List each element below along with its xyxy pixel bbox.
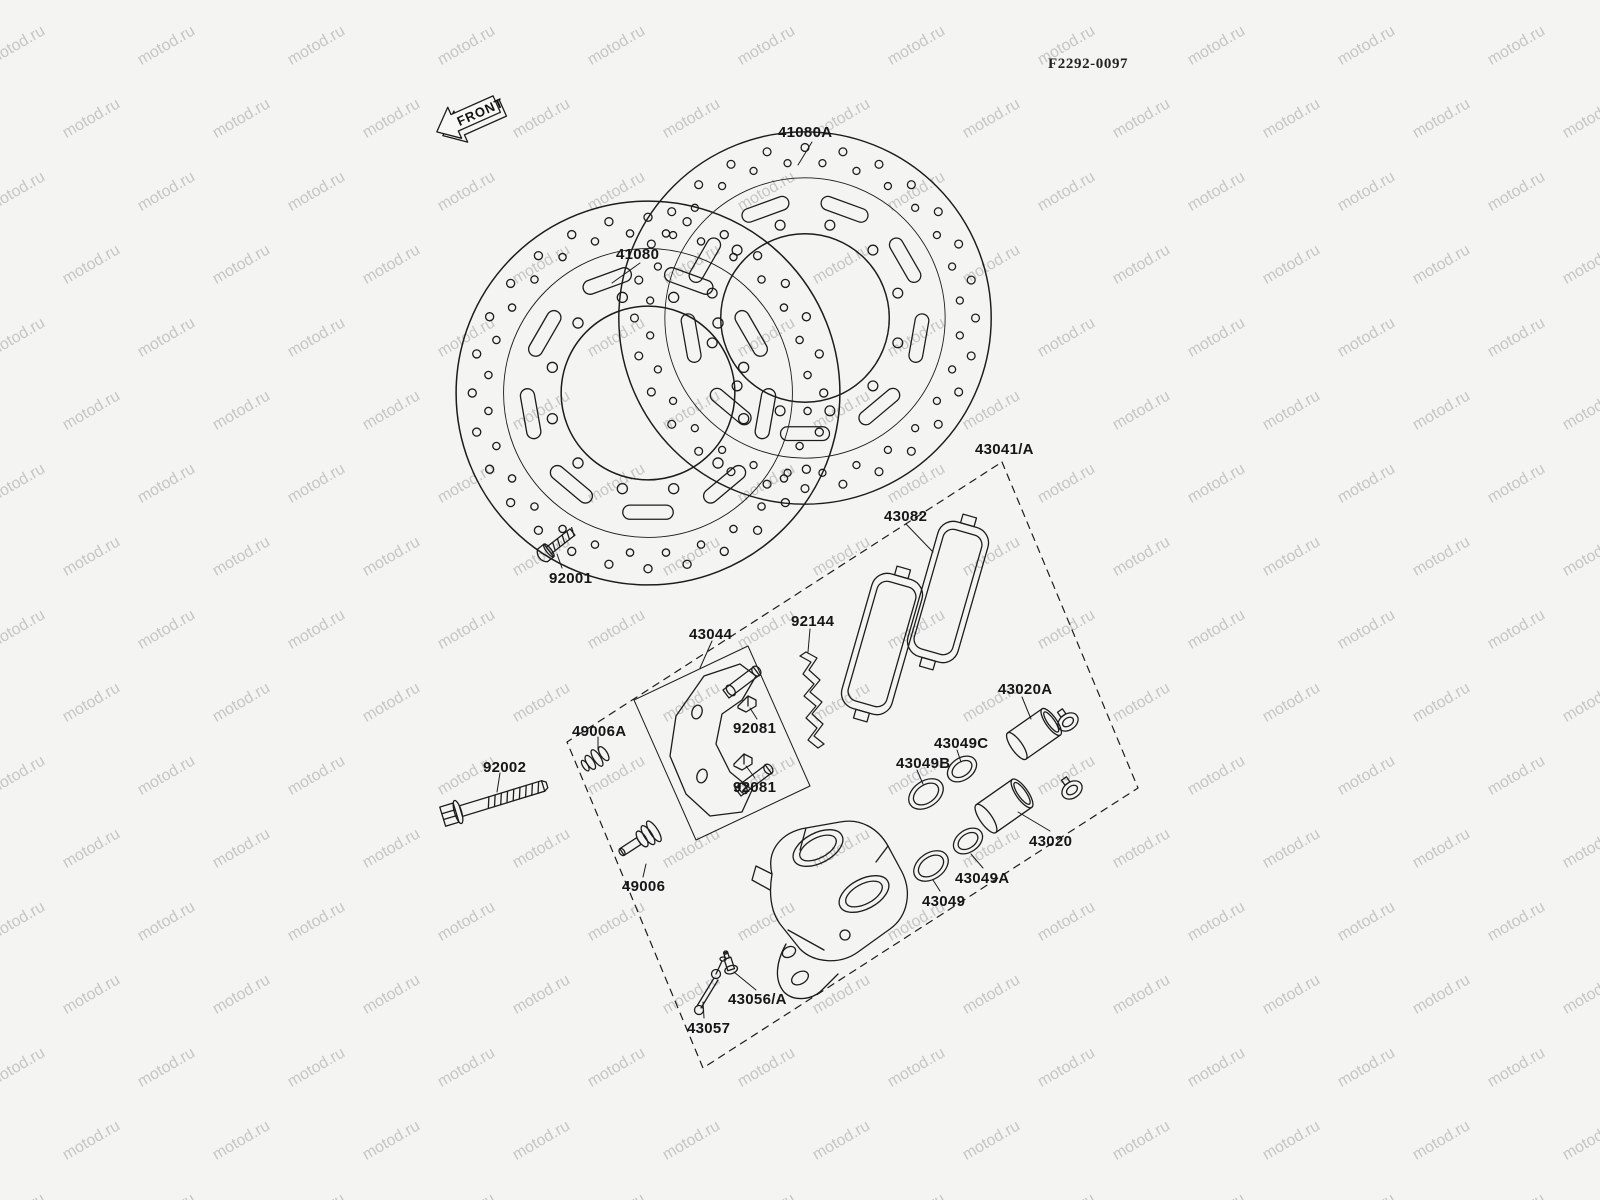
part-label-43056A: 43056/A [728,991,787,1008]
part-label-43049: 43049 [922,893,966,910]
seal-43049 [913,850,949,882]
part-label-92001: 92001 [549,570,593,587]
part-label-49006A: 49006A [572,723,627,740]
front-arrow-label: FRONT [455,95,507,129]
caliper-body [751,820,908,1000]
leader-lines [496,141,1051,1019]
slide-pin-upper [722,665,762,699]
pad-clip-92081-upper [737,695,757,713]
part-label-43049B: 43049B [896,755,951,772]
slide-pin-boot-49006 [618,820,662,857]
document-code: F2292-0097 [1048,56,1129,72]
front-arrow-body [436,95,502,139]
seal-43049A [952,827,984,855]
front-arrow-shadow [442,99,508,143]
part-label-43049A: 43049A [955,870,1010,887]
part-label-43044: 43044 [689,626,733,643]
boot-49006A [580,746,610,772]
seal-43049B [908,778,944,810]
bleed-valve-43056 [722,950,739,975]
caliper-assembly-boundary [566,461,1139,1069]
part-label-43049C: 43049C [934,735,989,752]
caliper-bracket-43044 [669,663,774,817]
part-label-92081-upper: 92081 [733,720,777,737]
part-label-43020A: 43020A [998,681,1053,698]
pad-clip-92081-lower [733,753,753,771]
part-label-92081-lower: 92081 [733,779,777,796]
part-label-92144: 92144 [791,613,835,630]
brake-pad-rear [906,513,990,671]
slide-pin-lower [734,763,774,797]
part-label-41080: 41080 [616,246,660,263]
part-label-41080A: 41080A [778,124,833,141]
part-label-92002: 92002 [483,759,527,776]
part-label-43041A: 43041/A [975,441,1034,458]
mount-bolt-92002 [439,780,549,827]
part-label-49006: 49006 [622,878,666,895]
brake-disc-41080A [618,131,992,505]
pad-spring-92144 [799,651,825,749]
piston-cap-lower [1060,776,1083,800]
brake-pad-front [840,565,924,723]
part-label-43082: 43082 [884,508,928,525]
piston-cap-upper [1056,708,1079,732]
piston-43020 [974,778,1034,834]
pin-link-43057 [693,956,727,1016]
part-label-43057: 43057 [687,1020,731,1037]
bracket-subassembly-box [633,645,811,841]
part-label-43020: 43020 [1029,833,1073,850]
piston-43020A [1005,707,1063,761]
front-direction-arrow: FRONT [436,95,508,143]
seal-43049C [946,755,978,783]
disc-bolt-92001 [536,526,576,563]
